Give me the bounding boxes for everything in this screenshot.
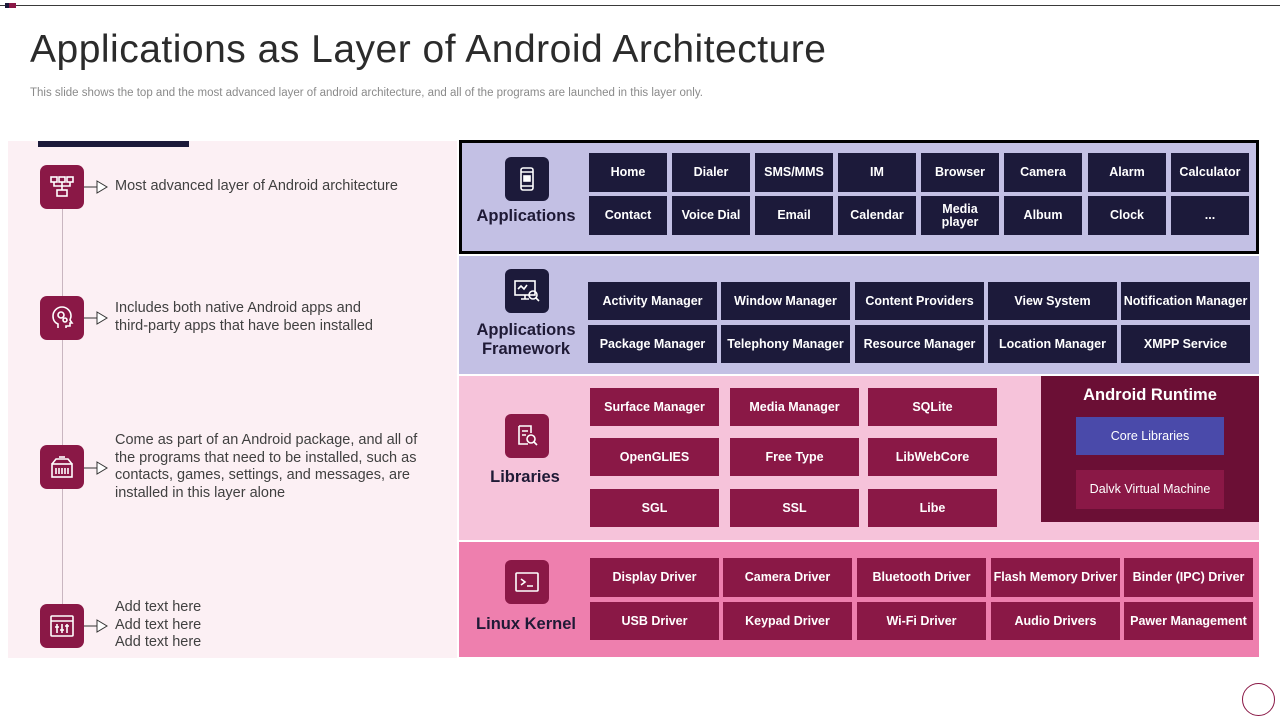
timeline-line	[62, 205, 63, 605]
layer-block: Binder (IPC) Driver	[1124, 558, 1253, 597]
corner-circle	[1242, 683, 1275, 716]
point-text-2: Includes both native Android apps and th…	[115, 300, 373, 335]
linux-kernel-layer-title: Linux Kernel	[476, 615, 576, 633]
layer-block: Alarm	[1088, 153, 1166, 192]
top-rule	[0, 5, 1280, 6]
terminal-icon	[505, 560, 549, 604]
layer-block: SGL	[590, 489, 719, 527]
layer-block: Email	[755, 196, 833, 235]
layer-block: Window Manager	[721, 282, 850, 320]
mobile-phone-icon	[505, 157, 549, 201]
point-text-3: Come as part of an Android package, and …	[115, 432, 417, 502]
layer-block: OpenGLIES	[590, 438, 719, 476]
framework-title-line-1: Applications	[476, 321, 576, 339]
layer-block: Home	[589, 153, 667, 192]
layer-block: Camera	[1004, 153, 1082, 192]
arrow-icon	[84, 180, 108, 194]
layer-block: Bluetooth Driver	[857, 558, 986, 597]
layer-block: Free Type	[730, 438, 859, 476]
layer-block: SSL	[730, 489, 859, 527]
layer-block: Surface Manager	[590, 388, 719, 426]
layer-block: Pawer Management	[1124, 602, 1253, 640]
head-gears-icon	[40, 296, 84, 340]
layer-block: Libe	[868, 489, 997, 527]
layer-block: Dialer	[672, 153, 750, 192]
layer-block: View System	[988, 282, 1117, 320]
applications-layer-title: Applications	[476, 207, 576, 225]
layer-block: USB Driver	[590, 602, 719, 640]
layer-block: Keypad Driver	[723, 602, 852, 640]
point-3-line-1: Come as part of an Android package, and …	[115, 432, 418, 448]
layer-block: SQLite	[868, 388, 997, 426]
layer-block: LibWebCore	[868, 438, 997, 476]
layer-block: IM	[838, 153, 916, 192]
page-title: Applications as Layer of Android Archite…	[30, 28, 827, 71]
layer-block: Media Manager	[730, 388, 859, 426]
network-icon	[40, 165, 84, 209]
point-4-line-1: Add text here	[115, 599, 202, 615]
arrow-icon	[84, 461, 108, 475]
framework-title-line-2: Framework	[481, 340, 571, 358]
core-libraries-block: Core Libraries	[1076, 417, 1224, 455]
layer-block: Camera Driver	[723, 558, 852, 597]
point-text-1: Most advanced layer of Android architect…	[115, 178, 398, 196]
layer-block: SMS/MMS	[755, 153, 833, 192]
layer-block: Activity Manager	[588, 282, 717, 320]
monitor-search-icon	[505, 269, 549, 313]
android-runtime-title: Android Runtime	[1083, 386, 1217, 404]
corner-accent-magenta	[9, 3, 16, 8]
sliders-window-icon	[40, 604, 84, 648]
point-3-line-3: contacts, games, settings, and messages,…	[115, 467, 410, 483]
layer-block: Resource Manager	[855, 325, 984, 363]
layer-block: Flash Memory Driver	[991, 558, 1120, 597]
point-3-line-4: installed in this layer alone	[115, 484, 286, 501]
layer-block: Calculator	[1171, 153, 1249, 192]
layer-block: Browser	[921, 153, 999, 192]
arrow-icon	[84, 311, 108, 325]
layer-block: Contact	[589, 196, 667, 235]
layer-block: XMPP Service	[1121, 325, 1250, 363]
layer-block: Wi-Fi Driver	[857, 602, 986, 640]
point-4-line-2: Add text here	[115, 616, 202, 633]
left-panel	[8, 141, 457, 658]
left-panel-accent-bar	[38, 141, 189, 147]
layer-block: ...	[1171, 196, 1249, 235]
libraries-layer-title: Libraries	[490, 468, 560, 486]
layer-block: Telephony Manager	[721, 325, 850, 363]
layer-block: Location Manager	[988, 325, 1117, 363]
layer-block: Audio Drivers	[991, 602, 1120, 640]
page-subtitle: This slide shows the top and the most ad…	[30, 87, 703, 99]
point-4-line-3: Add text here	[115, 634, 202, 650]
point-2-line-2: third-party apps that have been installe…	[115, 317, 373, 334]
layer-block: Voice Dial	[672, 196, 750, 235]
framework-layer-title: Applications Framework	[466, 321, 586, 359]
layer-block: Display Driver	[590, 558, 719, 597]
layer-block: Content Providers	[855, 282, 984, 320]
point-2-line-1: Includes both native Android apps and	[115, 300, 361, 316]
dalvik-vm-block: Dalvk Virtual Machine	[1076, 470, 1224, 509]
layer-block: Album	[1004, 196, 1082, 235]
layer-block: Calendar	[838, 196, 916, 235]
point-3-line-2: the programs that need to be installed, …	[115, 449, 417, 466]
arrow-icon	[84, 619, 108, 633]
point-1-line: Most advanced layer of Android architect…	[115, 178, 398, 194]
layer-block: Notification Manager	[1121, 282, 1250, 320]
layer-block: Media player	[921, 196, 999, 235]
package-box-icon	[40, 445, 84, 489]
document-search-icon	[505, 414, 549, 458]
layer-block: Clock	[1088, 196, 1166, 235]
layer-block: Package Manager	[588, 325, 717, 363]
point-text-4: Add text here Add text here Add text her…	[115, 599, 201, 652]
